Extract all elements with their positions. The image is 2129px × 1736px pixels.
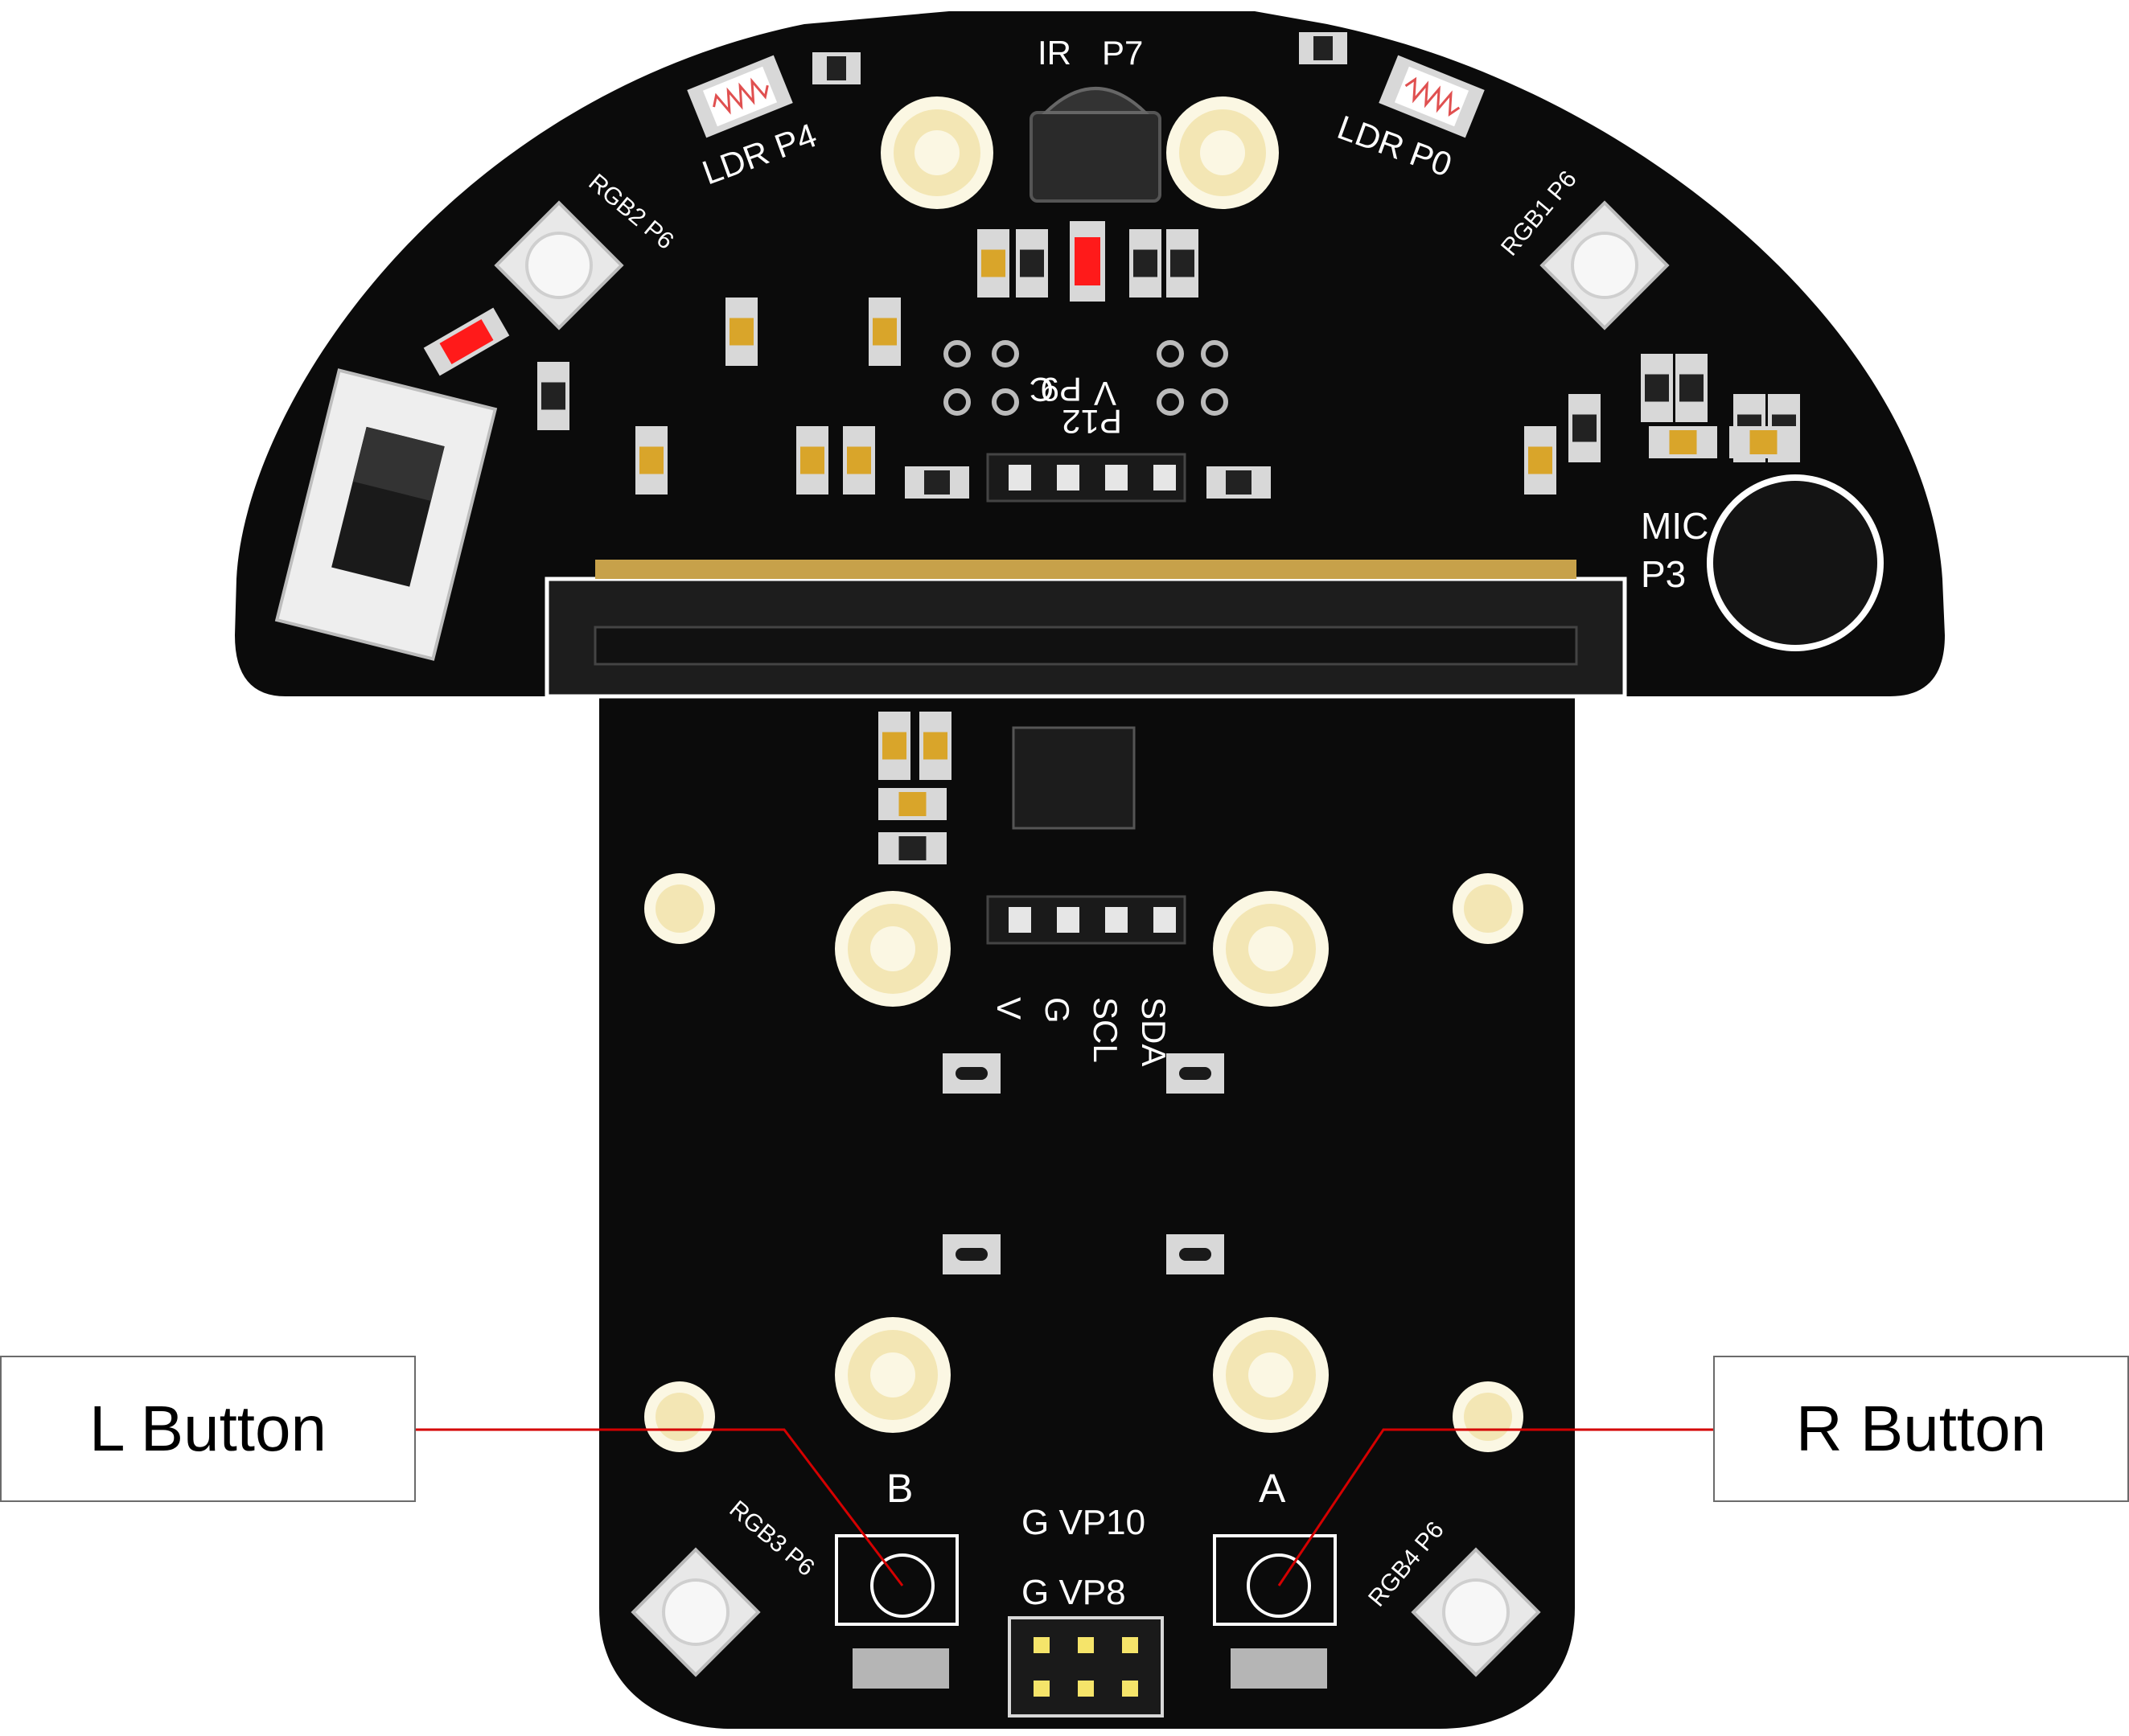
- smd-part-body: [1749, 430, 1778, 454]
- leader-line-right: [1277, 1428, 1713, 1586]
- smd-part-body: [898, 792, 927, 816]
- driver-ic: [1012, 726, 1136, 830]
- slot-pad: [1166, 1053, 1224, 1094]
- mounting-pad: [1213, 891, 1329, 1007]
- silk-p7: P7: [1102, 34, 1143, 72]
- rgb-led: [494, 200, 624, 330]
- via-hole: [943, 340, 971, 367]
- callout-l-button: L Button: [0, 1356, 416, 1502]
- mounting-pad: [835, 1317, 951, 1433]
- via-hole: [943, 388, 971, 416]
- silk-hdr-p12: P12: [1062, 403, 1122, 441]
- via-hole: [992, 388, 1019, 416]
- rgb-led: [1411, 1547, 1541, 1677]
- mounting-pad: [1213, 1317, 1329, 1433]
- slot-pad: [1166, 1234, 1224, 1274]
- smd-part-body: [1226, 470, 1252, 495]
- microphone: [1707, 474, 1884, 651]
- smd-part-body: [873, 318, 897, 346]
- smd-part-body: [827, 56, 846, 80]
- silk-hdr-c: C: [1030, 371, 1054, 408]
- smd-part-body: [981, 249, 1005, 277]
- silk-gvp8: G VP8: [1021, 1573, 1126, 1612]
- status-led: [1070, 221, 1105, 302]
- ldr-sensor-right: [1379, 55, 1485, 138]
- component-layer: [274, 32, 1884, 1718]
- silk-ir: IR: [1038, 34, 1071, 72]
- smd-part-body: [898, 836, 927, 860]
- smd-components: [537, 32, 1800, 864]
- silk-i2c-g: G: [1038, 997, 1076, 1024]
- slot-pad: [943, 1234, 1001, 1274]
- via-hole: [1201, 340, 1228, 367]
- small-pad: [1453, 873, 1523, 944]
- smd-part-body: [730, 318, 754, 346]
- silk-p3: P3: [1641, 553, 1686, 595]
- rgb-led: [1539, 200, 1670, 330]
- smd-part-body: [1679, 374, 1704, 402]
- silk-mic: MIC: [1641, 505, 1708, 547]
- via-hole: [1157, 340, 1184, 367]
- smd-part-body: [639, 446, 664, 474]
- smd-part-body: [1020, 249, 1044, 277]
- smd-part-body: [1170, 249, 1194, 277]
- smd-part-body: [1528, 446, 1552, 474]
- silk-hdr-v: V: [1094, 375, 1116, 412]
- smd-part-body: [1572, 414, 1597, 442]
- via-hole: [992, 340, 1019, 367]
- silk-btn-b: B: [886, 1466, 913, 1511]
- smd-part-body: [1313, 36, 1333, 60]
- mounting-pad: [835, 891, 951, 1007]
- leader-line-left: [416, 1428, 904, 1586]
- button-b: [835, 1534, 959, 1689]
- small-pad: [1453, 1381, 1523, 1452]
- mounting-pad: [881, 96, 993, 209]
- silk-hdr-p9: P9: [1041, 371, 1082, 408]
- ldr-sensor-left: [687, 55, 793, 138]
- silk-gvp10: G VP10: [1021, 1503, 1145, 1542]
- smd-part-body: [882, 732, 906, 760]
- via-hole: [1201, 388, 1228, 416]
- slot-pad: [943, 1053, 1001, 1094]
- small-pad: [644, 1381, 715, 1452]
- power-switch: [274, 368, 498, 661]
- smd-part-body: [800, 446, 824, 474]
- smd-part-body: [923, 732, 947, 760]
- small-pad: [644, 873, 715, 944]
- pin-header-bottom: [1008, 1616, 1164, 1718]
- smd-part-body: [1645, 374, 1669, 402]
- callout-r-button: R Button: [1713, 1356, 2129, 1502]
- silk-i2c-v: V: [990, 997, 1028, 1020]
- pin-header-top: [986, 453, 1186, 503]
- button-a: [1213, 1534, 1337, 1689]
- status-led: [423, 307, 510, 376]
- edge-connector: [545, 560, 1627, 699]
- mounting-pad: [1166, 96, 1279, 209]
- smd-part-body: [924, 470, 950, 495]
- silk-i2c-scl: SCL: [1087, 997, 1124, 1063]
- rgb-led: [631, 1547, 761, 1677]
- silk-btn-a: A: [1259, 1466, 1286, 1511]
- smd-part-body: [847, 446, 871, 474]
- smd-part-body: [1669, 430, 1697, 454]
- silk-i2c-sda: SDA: [1135, 997, 1173, 1066]
- smd-part-body: [1133, 249, 1157, 277]
- pin-header-i2c: [986, 895, 1186, 945]
- smd-part-body: [541, 382, 565, 410]
- via-hole: [1157, 388, 1184, 416]
- ir-receiver: [1030, 87, 1161, 203]
